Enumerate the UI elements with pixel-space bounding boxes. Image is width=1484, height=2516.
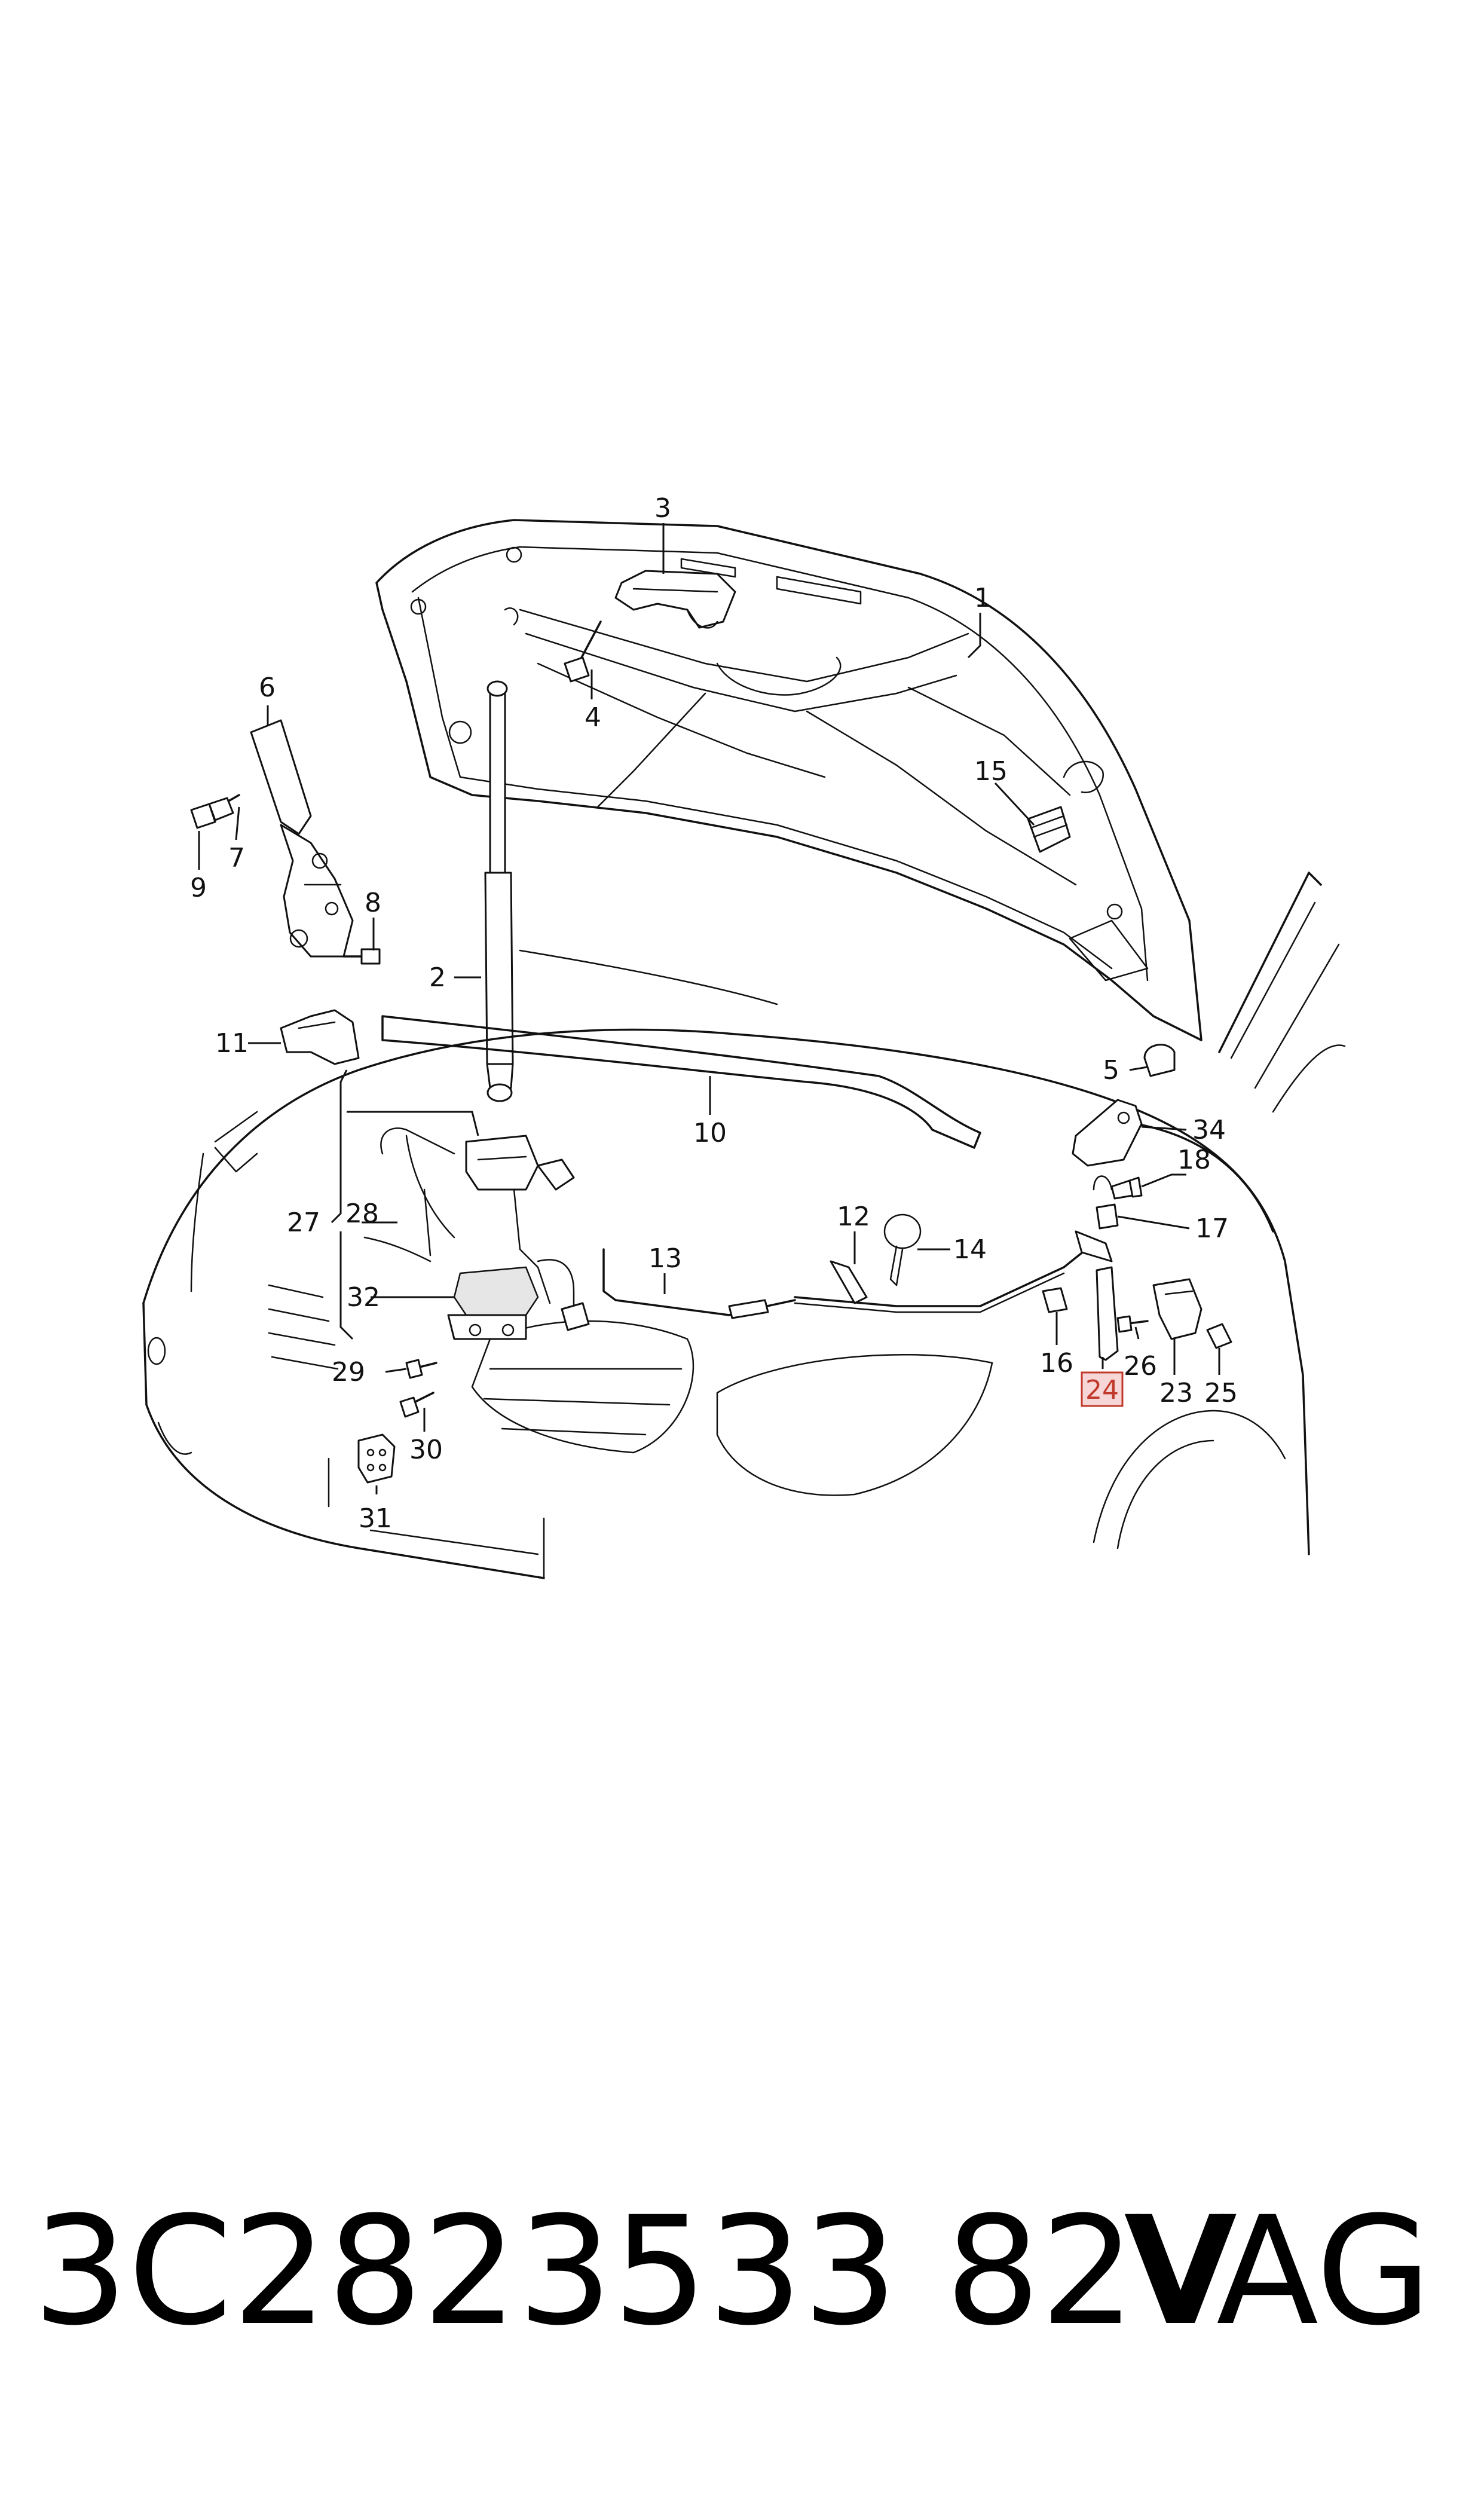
callout-5: 5 [1103,1055,1119,1086]
support-bracket [1072,1099,1143,1167]
callout-4: 4 [585,702,601,733]
callout-24-highlight: 24 [1081,1371,1124,1407]
callout-25: 25 [1204,1378,1238,1408]
callout-23: 23 [1159,1378,1193,1408]
cable-tie [883,1213,922,1286]
callout-3: 3 [654,493,671,524]
callout-16: 16 [1040,1348,1073,1378]
hood-hinge [250,719,354,958]
footer: 3C2823533 82V VAG [0,2182,1484,2361]
release-lever [1096,1266,1119,1361]
hood-lock-striker [614,570,736,629]
callout-15: 15 [974,756,1008,787]
callout-2: 2 [429,962,446,993]
callout-8: 8 [365,888,381,918]
callout-12: 12 [837,1202,870,1232]
release-handle-housing [1152,1278,1203,1340]
exploded-parts-diagram: 1 2 3 4 5 6 7 8 9 10 11 12 13 14 15 16 1… [142,493,1346,1579]
callout-1: 1 [974,583,991,613]
lock-screw [405,1359,437,1379]
callout-24: 24 [1085,1375,1119,1405]
hinge-bolt-lower [342,948,381,965]
callout-30: 30 [409,1435,443,1465]
callout-13: 13 [648,1243,682,1274]
handle-screw [1116,1315,1149,1333]
callout-6: 6 [259,672,276,703]
cable-holder [1042,1287,1068,1313]
callout-29: 29 [332,1357,365,1387]
part-number: 3C2823533 82V [33,2184,1238,2358]
brand-name: VAG [1124,2184,1432,2358]
leader-lines [198,523,1220,1494]
callout-17: 17 [1195,1213,1229,1244]
cable-grommet [1093,1175,1143,1200]
lock-screw-lower [399,1392,435,1418]
hood-buffer [1143,1044,1176,1077]
gas-spring [484,607,519,1102]
handle-clip [1206,1323,1232,1349]
cable-clip [1096,1203,1119,1230]
rubber-block [357,1433,396,1484]
callout-7: 7 [228,843,245,873]
callout-32: 32 [347,1282,380,1313]
callout-9: 9 [190,873,207,903]
hinge-bolt [190,794,240,829]
callout-14: 14 [953,1234,987,1265]
car-front-body [142,872,1346,1579]
callout-10: 10 [693,1118,727,1148]
rubber-buffer [1027,806,1071,853]
callout-34: 34 [1192,1115,1226,1145]
lock-bracket [280,1009,360,1065]
hood-lock-assembly [363,1127,590,1340]
seal-strip [381,949,981,1149]
hood-panel [375,519,1203,1041]
callout-27: 27 [287,1207,320,1238]
callout-26: 26 [1124,1351,1157,1381]
callout-labels: 1 2 3 4 5 6 7 8 9 10 11 12 13 14 15 16 1… [190,493,1238,1534]
callout-11: 11 [215,1028,249,1059]
callout-18: 18 [1177,1145,1211,1175]
release-cable [602,1230,1113,1319]
callout-31: 31 [359,1503,392,1534]
striker-screw [564,620,602,683]
callout-28: 28 [345,1199,379,1229]
